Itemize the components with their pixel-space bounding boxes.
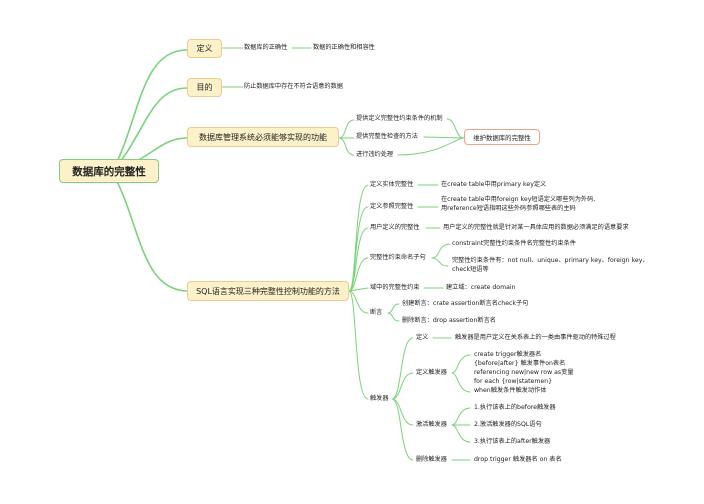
domain-constraint-text[interactable]: 建立域：create domain (446, 284, 516, 291)
constraint-naming-text-2a[interactable]: 完整性约束条件有：not null、unique、primary key、for… (452, 257, 649, 264)
define-trigger-line[interactable]: for each {row|statemen} (474, 378, 553, 385)
trigger-label[interactable]: 触发器 (370, 395, 389, 402)
trigger-definition-label[interactable]: 定义 (416, 334, 429, 341)
dbms-function-item[interactable]: 进行违约处理 (356, 151, 394, 158)
constraint-naming-text-1[interactable]: constraint完整性约束条件名完整性约束条件 (452, 240, 576, 247)
topic-dbms-functions-label: 数据库管理系统必须能够实现的功能 (199, 132, 327, 142)
topic-sql-methods[interactable]: SQL语言实现三种完整性控制功能的方法 (187, 281, 349, 301)
define-trigger-line[interactable]: when触发条件触发动作体 (474, 387, 547, 394)
define-trigger-line[interactable]: referencing new|new row as变量 (474, 369, 574, 376)
dbms-functions-summary[interactable]: 维护数据库的完整性 (464, 129, 540, 145)
connector-trigger-define (451, 354, 471, 393)
activate-trigger-label[interactable]: 激活触发器 (416, 421, 447, 428)
define-trigger-line[interactable]: create trigger触发器名 (474, 351, 542, 358)
referential-integrity-label[interactable]: 定义参照完整性 (370, 203, 414, 210)
referential-integrity-text-2[interactable]: 用reference短语指明这些外码参照哪些表的主码 (441, 205, 576, 212)
connector-trigger (391, 337, 414, 461)
dbms-functions-summary-label: 维护数据库的完整性 (473, 133, 531, 142)
assertion-drop[interactable]: 删除断言：drop assertion断言名 (402, 317, 496, 324)
entity-integrity-label[interactable]: 定义实体完整性 (370, 181, 414, 188)
activate-trigger-step[interactable]: 1.执行该表上的before触发器 (474, 404, 556, 411)
connector-root-b4 (111, 171, 188, 292)
dbms-function-item[interactable]: 提供定义完整性约束条件的机制 (356, 115, 443, 122)
assertion-label[interactable]: 断言 (370, 309, 383, 316)
constraint-naming-text-2b[interactable]: check短语等 (452, 266, 489, 273)
connector-root-b1 (111, 49, 188, 173)
constraint-naming-label[interactable]: 完整性约束命名子句 (370, 254, 426, 261)
dbms-function-item[interactable]: 提供完整性检查的方法 (356, 133, 418, 140)
connector-b4-fan (348, 184, 369, 400)
topic-definition[interactable]: 定义 (187, 39, 222, 58)
topic-purpose-label: 目的 (196, 83, 213, 92)
root-topic[interactable]: 数据库的完整性 (59, 159, 159, 183)
topic-dbms-functions[interactable]: 数据库管理系统必须能够实现的功能 (187, 127, 339, 147)
drop-trigger-label[interactable]: 删除触发器 (416, 456, 447, 463)
purpose-child[interactable]: 防止数据库中存在不符合语意的数据 (244, 83, 343, 90)
definition-child[interactable]: 数据库的正确性 (244, 44, 288, 51)
user-integrity-text[interactable]: 用户定义的完整性就是针对某一具体应用的数据必须满足的语意要求 (443, 224, 629, 231)
user-integrity-label[interactable]: 用户定义的完整性 (370, 224, 420, 231)
define-trigger-label[interactable]: 定义触发器 (416, 369, 447, 376)
root-title: 数据库的完整性 (72, 165, 146, 178)
topic-sql-methods-label: SQL语言实现三种完整性控制功能的方法 (196, 286, 340, 296)
connector-constraint (431, 243, 451, 267)
definition-grandchild[interactable]: 数据的正确性和相容性 (313, 44, 375, 51)
entity-integrity-text[interactable]: 在create table中用primary key定义 (441, 181, 547, 188)
activate-trigger-step[interactable]: 3.执行该表上的after触发器 (474, 438, 551, 445)
trigger-definition-text[interactable]: 触发器是用户定义在关系表上的一类由事件驱动的特殊过程 (455, 334, 616, 341)
connector-b3-items (338, 119, 355, 156)
assertion-create[interactable]: 创建断言：crate assertion断言名check子句 (402, 300, 529, 307)
topic-definition-label: 定义 (196, 44, 213, 53)
connector-b3-note (397, 118, 465, 156)
connector-assertion (387, 303, 400, 322)
referential-integrity-text-1[interactable]: 在create table中用foreign key短语定义哪些列为外码, (441, 196, 596, 203)
topic-purpose[interactable]: 目的 (187, 78, 222, 97)
connector-trigger-activate (451, 407, 471, 443)
drop-trigger-text[interactable]: drop trigger 触发器名 on 表名 (474, 456, 562, 463)
domain-constraint-label[interactable]: 域中的完整性约束 (370, 284, 420, 291)
define-trigger-line[interactable]: {before|after} 触发事件on表名 (474, 360, 566, 367)
activate-trigger-step[interactable]: 2.激活触发器的SQL语句 (474, 421, 542, 428)
